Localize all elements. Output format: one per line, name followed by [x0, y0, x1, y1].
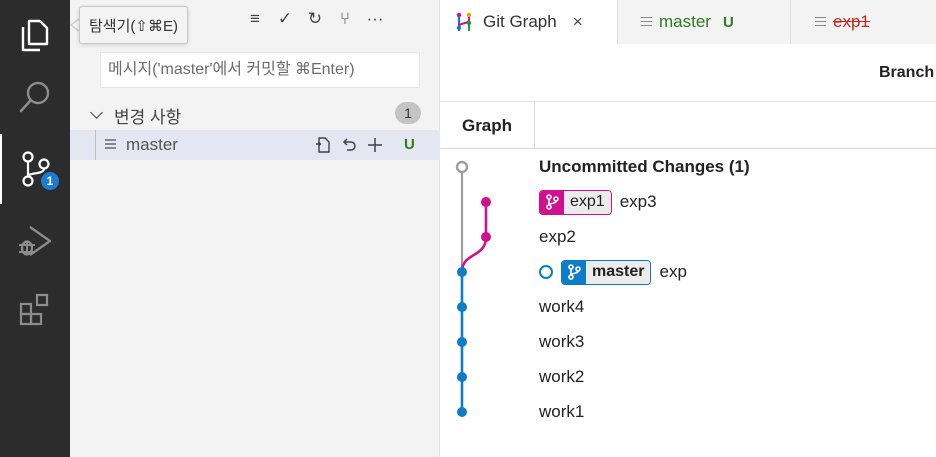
file-lines-icon [815, 16, 826, 28]
source-control-actions: ≡ ✓ ↻ ⑂ ··· [240, 6, 390, 32]
commit-message-input[interactable] [100, 52, 420, 88]
tab-git-graph[interactable]: Git Graph × [440, 0, 617, 44]
commit-row-uncommitted[interactable]: Uncommitted Changes (1) [539, 150, 750, 184]
more-actions-button[interactable]: ··· [360, 6, 390, 32]
activity-bar: 1 [0, 0, 70, 457]
commit-node-work2 [457, 372, 467, 382]
commit-button[interactable]: ✓ [270, 6, 300, 32]
commit-graph [455, 160, 491, 417]
commit-row-exp3[interactable]: exp1 exp3 [539, 185, 657, 219]
commit-message: exp3 [619, 192, 657, 211]
file-actions [312, 133, 386, 157]
tab-separator [790, 0, 791, 44]
plus-icon [368, 138, 382, 152]
commit-node-exp [457, 267, 467, 277]
discard-changes-button[interactable] [338, 133, 360, 157]
merge-edge-exp1 [460, 236, 488, 273]
commit-message: exp [659, 262, 687, 281]
head-indicator-icon [539, 265, 553, 279]
editor-area: Git Graph × master U exp1 Branch Graph [440, 0, 936, 457]
commit-node-work3 [457, 337, 467, 347]
branch-icon [540, 190, 564, 214]
extensions-button[interactable] [0, 274, 70, 344]
commit-node-exp2 [481, 232, 491, 242]
commit-table-header: Graph [440, 102, 936, 149]
refresh-button[interactable]: ↻ [300, 6, 330, 32]
commit-message: exp2 [539, 227, 576, 246]
git-graph-controls: Branch [440, 44, 936, 102]
changes-count-badge: 1 [395, 102, 421, 124]
source-control-icon [22, 151, 50, 187]
commit-row-work3[interactable]: work3 [539, 325, 584, 359]
tree-indent-guide [95, 130, 96, 160]
git-graph-icon: ⑂ [339, 9, 351, 28]
source-control-sidebar: ≡ ✓ ↻ ⑂ ··· 변경 사항 1 master [70, 0, 440, 457]
ellipsis-icon: ··· [366, 9, 384, 28]
commit-message: work1 [539, 402, 585, 421]
explorer-tooltip: 탐색기(⇧⌘E) [79, 6, 188, 44]
tab-exp1[interactable]: exp1 [791, 0, 936, 44]
branch-ref-master[interactable]: master [561, 259, 652, 285]
discard-icon [342, 138, 356, 151]
changes-group-header[interactable]: 변경 사항 1 [70, 100, 440, 128]
explorer-button[interactable] [0, 0, 70, 70]
changed-file-row[interactable]: master U [70, 130, 440, 160]
check-icon: ✓ [277, 9, 293, 28]
commit-message: work4 [539, 297, 585, 316]
file-lines-icon [105, 139, 116, 150]
file-lines-icon [641, 16, 652, 28]
editor-tabs: Git Graph × master U exp1 [440, 0, 936, 44]
run-debug-icon [19, 226, 52, 256]
tab-separator [617, 0, 618, 44]
graph-column-header[interactable]: Graph [440, 102, 535, 149]
source-control-button[interactable]: 1 [0, 134, 70, 204]
view-as-tree-button[interactable]: ≡ [240, 6, 270, 32]
branch-icon [562, 260, 586, 284]
commit-row-work4[interactable]: work4 [539, 290, 584, 324]
source-control-badge: 1 [39, 170, 61, 192]
changed-file-name: master [126, 135, 178, 154]
branch-ref-name: master [586, 260, 651, 284]
commit-node-exp3 [481, 197, 491, 207]
go-to-file-icon [316, 137, 330, 153]
branch-ref-name: exp1 [564, 190, 611, 214]
stage-changes-button[interactable] [364, 133, 386, 157]
tooltip-arrow [70, 18, 80, 32]
branch-filter-label[interactable]: Branch [879, 64, 935, 81]
run-debug-button[interactable] [0, 206, 70, 276]
git-graph-icon [456, 12, 472, 31]
git-graph-button[interactable]: ⑂ [330, 6, 360, 32]
commit-row-exp[interactable]: master exp [539, 255, 687, 289]
tab-git-graph-label: Git Graph [483, 12, 557, 31]
untracked-status: U [404, 136, 415, 153]
open-file-button[interactable] [312, 133, 334, 157]
commit-row-work2[interactable]: work2 [539, 360, 584, 394]
commit-row-work1[interactable]: work1 [539, 395, 584, 429]
close-icon[interactable]: × [572, 12, 583, 31]
chevron-down-icon [90, 106, 103, 119]
refresh-icon: ↻ [307, 9, 323, 28]
tab-exp1-label: exp1 [833, 12, 870, 31]
commit-node-work4 [457, 302, 467, 312]
uncommitted-node [455, 160, 469, 174]
branch-ref-exp1[interactable]: exp1 [539, 189, 612, 215]
search-button[interactable] [0, 62, 70, 132]
commit-message: work3 [539, 332, 585, 351]
tab-master-label: master [659, 12, 711, 31]
files-icon [21, 19, 49, 52]
search-icon [19, 81, 50, 113]
commit-message: work2 [539, 367, 585, 386]
commit-row-exp2[interactable]: exp2 [539, 220, 576, 254]
tab-master[interactable]: master U [618, 0, 790, 44]
tab-master-status: U [722, 13, 734, 31]
list-tree-icon: ≡ [250, 9, 260, 28]
commit-node-work1 [457, 407, 467, 417]
changes-label: 변경 사항 [114, 108, 182, 127]
commit-message: Uncommitted Changes (1) [539, 157, 750, 176]
extensions-icon [19, 293, 49, 326]
